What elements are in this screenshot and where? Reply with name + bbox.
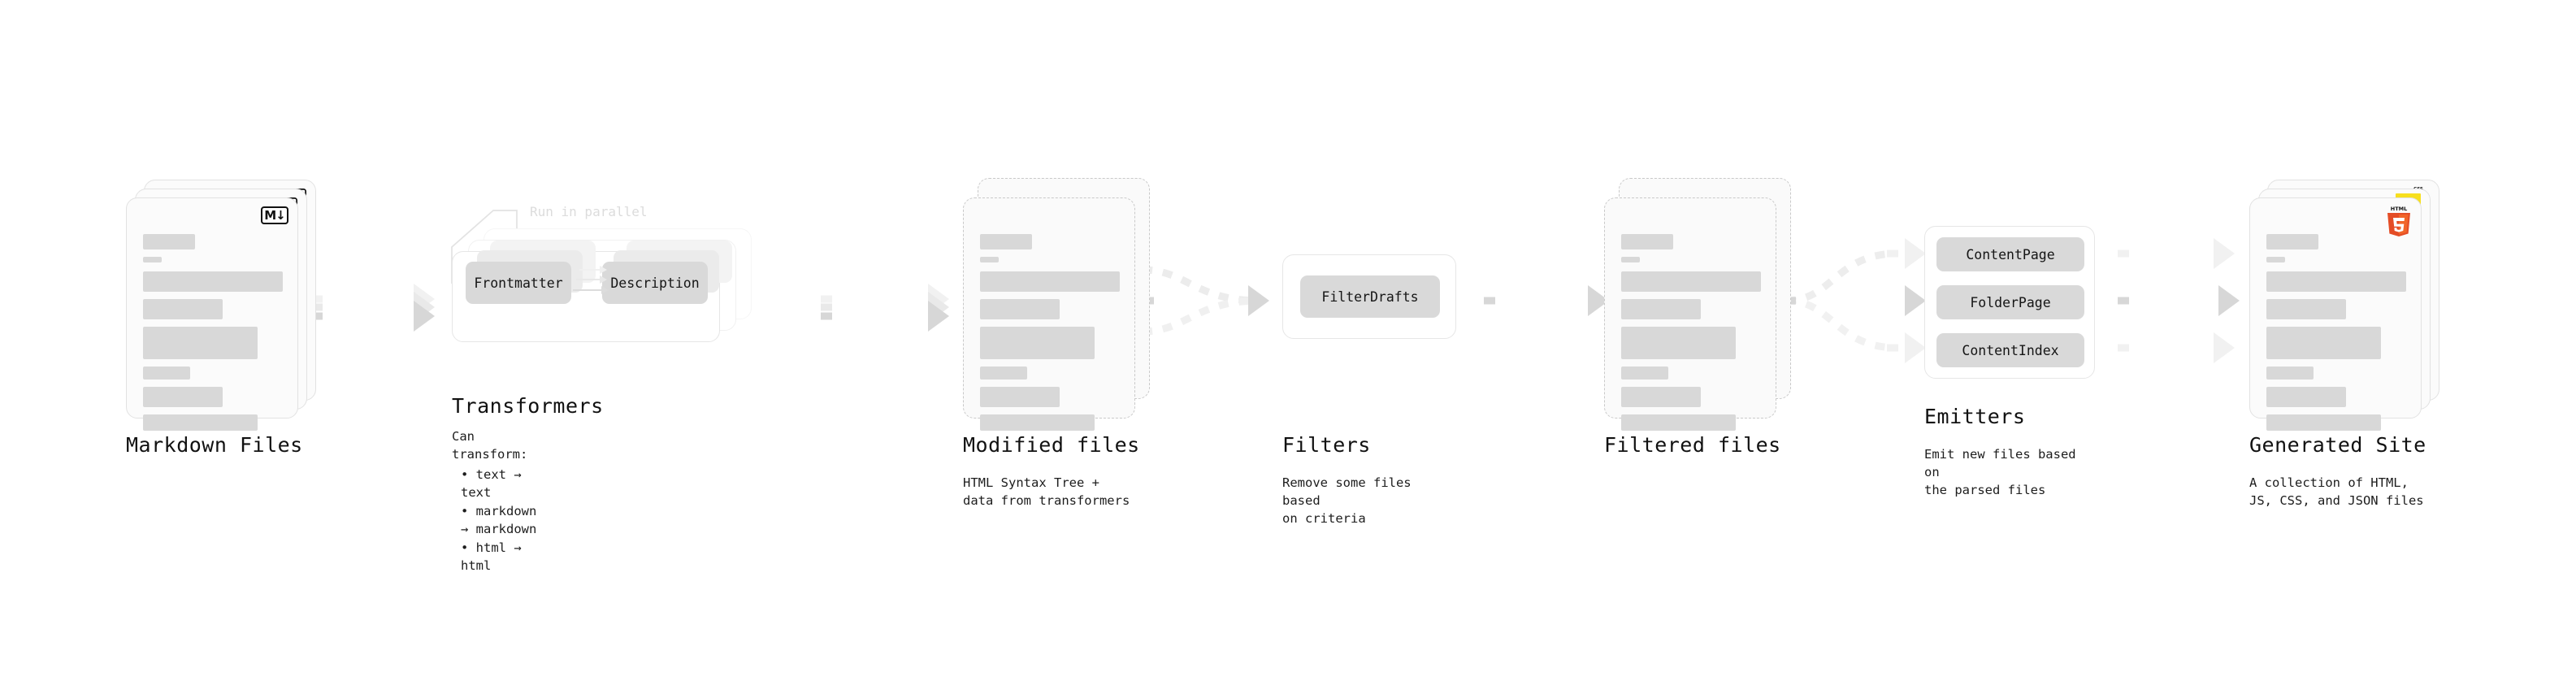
skeleton-bar — [1621, 257, 1640, 262]
markdown-file-card: M↓ — [126, 197, 298, 431]
filtered-file-card — [1604, 197, 1776, 431]
bullet-item: • markdown → markdown — [461, 504, 537, 536]
skeleton-bar — [2266, 271, 2406, 292]
stage-subtitle: Remove some files based on criteria — [1282, 475, 1412, 526]
skeleton-bar — [980, 257, 999, 262]
skeleton-bar — [1621, 327, 1737, 359]
modified-file-stack — [963, 178, 1150, 431]
bullet-text: text → text — [461, 467, 522, 500]
chip-filterdrafts[interactable]: FilterDrafts — [1300, 275, 1440, 318]
dashed-arrow — [1785, 285, 1947, 316]
skeleton-bar — [980, 234, 1032, 249]
stage-modified-files: Modified files HTML Syntax Tree + data f… — [963, 178, 1150, 508]
skeleton-bars — [2266, 234, 2406, 438]
skeleton-bar — [1621, 234, 1673, 249]
connector-filters-to-filtered — [1484, 285, 1614, 316]
bullet-item: • text → text — [461, 467, 522, 500]
stage-filters: FilterDrafts Filters Remove some files b… — [1282, 254, 1456, 526]
chip-frontmatter[interactable]: Frontmatter — [466, 262, 571, 304]
stage-title: Filters — [1282, 433, 1371, 457]
stage-subtitle: A collection of HTML, JS, CSS, and JSON … — [2249, 475, 2424, 508]
skeleton-bar — [980, 271, 1120, 292]
skeleton-bar — [2266, 387, 2347, 407]
transformer-box: Frontmatter Description — [452, 241, 732, 342]
bullet-text: html → html — [461, 540, 522, 573]
skeleton-bar — [1621, 299, 1702, 319]
filters-box: FilterDrafts — [1282, 254, 1456, 339]
dashed-arrow — [2118, 238, 2248, 269]
stage-generated-site: CSS HTML — [2249, 180, 2441, 508]
markdown-file-stack: M↓ M↓ M↓ — [126, 180, 316, 431]
skeleton-bar — [980, 327, 1095, 359]
can-transform-lead: Can transform: — [452, 429, 528, 462]
dashed-arrow — [1887, 238, 1947, 269]
bullet-text: markdown → markdown — [461, 504, 537, 536]
stage-subtitle: Emit new files based on the parsed files — [1924, 447, 2076, 497]
chip-folderpage[interactable]: FolderPage — [1936, 285, 2084, 319]
skeleton-bar — [143, 387, 223, 407]
bullet-item: • html → html — [461, 540, 522, 573]
stage-title: Filtered files — [1604, 433, 1781, 457]
skeleton-bars — [1621, 234, 1761, 438]
inner-arrow — [579, 265, 607, 275]
stage-emitters: ContentPage FolderPage ContentIndex Emit… — [1924, 226, 2095, 497]
stage-markdown-files: M↓ M↓ M↓ Markdown Files — [126, 180, 316, 457]
stage-title: Transformers — [452, 394, 604, 418]
chip-contentindex[interactable]: ContentIndex — [1936, 333, 2084, 367]
skeleton-bar — [1621, 414, 1737, 431]
html5-badge: HTML — [2385, 204, 2413, 236]
skeleton-bar — [2266, 257, 2285, 262]
dashed-arrow — [821, 301, 951, 332]
skeleton-bar — [143, 257, 162, 262]
dashed-arrow — [311, 301, 435, 332]
skeleton-bar — [980, 299, 1060, 319]
chip-contentpage[interactable]: ContentPage — [1936, 237, 2084, 271]
skeleton-bar — [143, 299, 223, 319]
skeleton-bar — [1621, 387, 1702, 407]
skeleton-bar — [143, 271, 283, 292]
skeleton-bar — [980, 414, 1095, 431]
skeleton-bars — [143, 234, 283, 438]
transformers-description: Can transform: • text → text • markdown … — [452, 427, 536, 575]
skeleton-bar — [980, 367, 1028, 380]
skeleton-bar — [2266, 299, 2347, 319]
skeleton-bar — [143, 414, 258, 431]
skeleton-bar — [2266, 414, 2382, 431]
skeleton-bar — [1621, 367, 1669, 380]
markdown-badge: M↓ — [261, 206, 288, 224]
svg-text:HTML: HTML — [2391, 206, 2407, 212]
generated-site-stack: CSS HTML — [2249, 180, 2441, 431]
run-in-parallel-label: Run in parallel — [530, 204, 648, 219]
stage-title: Emitters — [1924, 405, 2026, 428]
inner-arrow — [576, 275, 607, 284]
skeleton-bar — [143, 367, 191, 380]
stage-title: Generated Site — [2249, 433, 2426, 457]
skeleton-bar — [2266, 234, 2318, 249]
skeleton-bars — [980, 234, 1120, 438]
dashed-arrow — [1143, 285, 1273, 316]
stage-title: Markdown Files — [126, 433, 303, 457]
skeleton-bar — [1621, 271, 1761, 292]
skeleton-bar — [2266, 367, 2314, 380]
stage-subtitle: HTML Syntax Tree + data from transformer… — [963, 475, 1130, 508]
emitters-box: ContentPage FolderPage ContentIndex — [1924, 226, 2095, 379]
skeleton-bar — [143, 234, 195, 249]
chip-description[interactable]: Description — [602, 262, 708, 304]
dashed-arrow — [1887, 332, 1947, 363]
generated-site-card: HTML — [2249, 197, 2422, 431]
skeleton-bar — [143, 327, 258, 359]
skeleton-bar — [2266, 327, 2382, 359]
skeleton-bar — [980, 387, 1060, 407]
stage-filtered-files: Filtered files — [1604, 178, 1791, 457]
stage-title: Modified files — [963, 433, 1140, 457]
inner-arrow — [573, 285, 609, 295]
modified-file-card — [963, 197, 1135, 431]
dashed-arrow — [2118, 285, 2256, 316]
dashed-arrow — [2118, 332, 2248, 363]
filtered-file-stack — [1604, 178, 1791, 431]
